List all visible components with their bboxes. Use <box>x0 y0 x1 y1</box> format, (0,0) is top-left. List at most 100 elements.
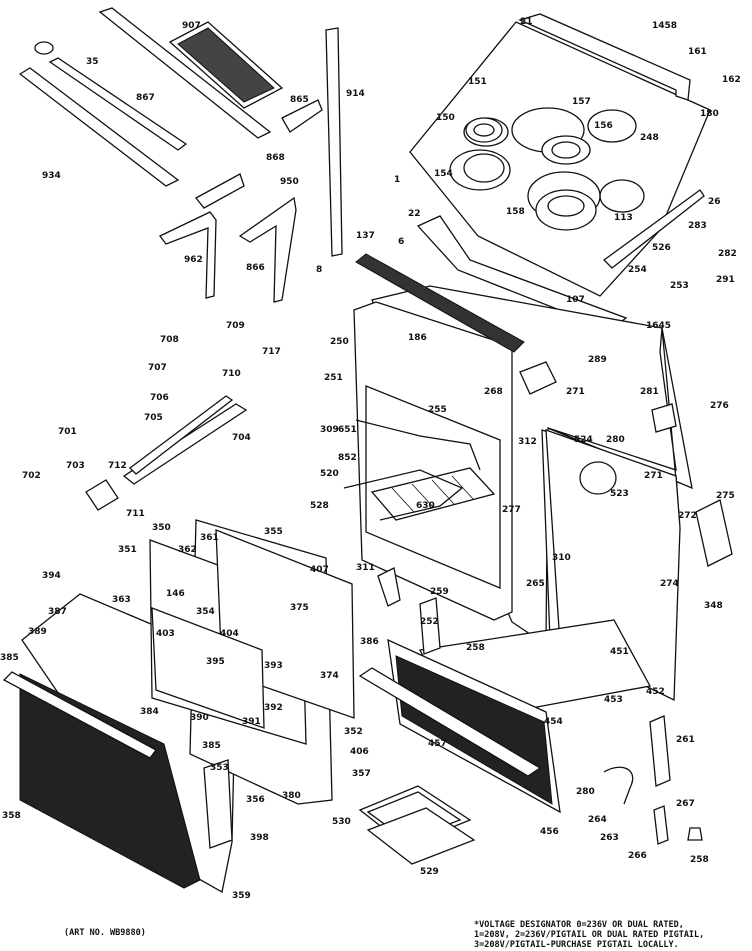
callout-label: 453 <box>604 695 623 705</box>
hinge-700 <box>85 479 119 511</box>
callout-label: 934 <box>42 171 61 181</box>
callout-label: 248 <box>640 133 659 143</box>
callout-label: 712 <box>108 461 127 471</box>
callout-label: 265 <box>526 579 545 589</box>
callout-label: 353 <box>210 763 229 773</box>
callout-label: 867 <box>136 93 155 103</box>
callout-label: 255 <box>428 405 447 415</box>
callout-label: 258 <box>690 855 709 865</box>
callout-label: 358 <box>2 811 21 821</box>
callout-label: 282 <box>718 249 737 259</box>
callout-label: 283 <box>688 221 707 231</box>
callout-label: 707 <box>148 363 167 373</box>
callout-label: 146 <box>166 589 185 599</box>
bake-element-528 <box>343 469 464 521</box>
vent-grille-907 <box>168 21 284 109</box>
callout-label: 180 <box>700 109 719 119</box>
drawer-handle-456 <box>358 667 542 777</box>
bracket-865 <box>281 99 323 133</box>
knob-136 <box>34 41 54 55</box>
callout-label: 1458 <box>652 21 677 31</box>
callout-label: 865 <box>290 95 309 105</box>
callout-label: 261 <box>676 735 695 745</box>
callout-label: 186 <box>408 333 427 343</box>
callout-label: 711 <box>126 509 145 519</box>
callout-label: 6 <box>398 237 404 247</box>
callout-label: 291 <box>716 275 735 285</box>
callout-label: 395 <box>206 657 225 667</box>
callout-label: 386 <box>360 637 379 647</box>
callout-label: 350 <box>152 523 171 533</box>
callout-label: 281 <box>640 387 659 397</box>
callout-label: 394 <box>42 571 61 581</box>
trim-strip-35 <box>48 57 188 151</box>
callout-label: 454 <box>544 717 563 727</box>
panel-867 <box>98 7 272 139</box>
voltage-footnote-line-1: *VOLTAGE DESIGNATOR 0=236V OR DUAL RATED… <box>474 920 684 930</box>
callout-label: 362 <box>178 545 197 555</box>
callout-label: 524 <box>574 435 593 445</box>
callout-label: 280 <box>606 435 625 445</box>
callout-label: 310 <box>552 553 571 563</box>
callout-label: 520 <box>320 469 339 479</box>
sensor-267 <box>653 805 669 845</box>
callout-label: 151 <box>468 77 487 87</box>
callout-label: 389 <box>28 627 47 637</box>
leveling-leg-258 <box>687 827 703 841</box>
switch-281 <box>651 403 677 433</box>
callout-label: 407 <box>310 565 329 575</box>
callout-label: 266 <box>628 851 647 861</box>
callout-label: 529 <box>420 867 439 877</box>
callout-label: 107 <box>566 295 585 305</box>
callout-label: 384 <box>140 707 159 717</box>
callout-label: 866 <box>246 263 265 273</box>
callout-label: 258 <box>466 643 485 653</box>
vent-duct-186 <box>355 253 525 353</box>
callout-label: 914 <box>346 89 365 99</box>
callout-label: 852 <box>338 453 357 463</box>
callout-label: 701 <box>58 427 77 437</box>
callout-label: 276 <box>710 401 729 411</box>
callout-label: 355 <box>264 527 283 537</box>
callout-label: 361 <box>200 533 219 543</box>
oven-front-frame-250 <box>353 301 513 621</box>
callout-label: 254 <box>628 265 647 275</box>
callout-label: 398 <box>250 833 269 843</box>
callout-label: 530 <box>332 817 351 827</box>
callout-label: 8 <box>316 265 322 275</box>
callout-label: 392 <box>264 703 283 713</box>
callout-label: 312 <box>518 437 537 447</box>
callout-label: 702 <box>22 471 41 481</box>
callout-label: 268 <box>484 387 503 397</box>
callout-label: 271 <box>644 471 663 481</box>
callout-label: 404 <box>220 629 239 639</box>
callout-label: 375 <box>290 603 309 613</box>
callout-label: 259 <box>430 587 449 597</box>
callout-label: 253 <box>670 281 689 291</box>
callout-label: 706 <box>150 393 169 403</box>
rack-support-705 <box>122 395 248 485</box>
callout-label: 452 <box>646 687 665 697</box>
callout-label: 156 <box>594 121 613 131</box>
drip-pan-154 <box>463 153 505 183</box>
broil-element-651 <box>355 419 481 471</box>
callout-label: 385 <box>0 653 19 663</box>
callout-label: 651 <box>338 425 357 435</box>
thermostat-268 <box>519 361 557 395</box>
callout-label: 157 <box>572 97 591 107</box>
callout-label: 22 <box>408 209 421 219</box>
callout-label: 457 <box>428 739 447 749</box>
callout-label: 251 <box>324 373 343 383</box>
bracket-261 <box>649 715 671 787</box>
callout-label: 387 <box>48 607 67 617</box>
element-156 <box>541 135 591 165</box>
callout-label: 356 <box>246 795 265 805</box>
callout-label: 374 <box>320 671 339 681</box>
callout-label: 311 <box>356 563 375 573</box>
callout-label: 275 <box>716 491 735 501</box>
callout-label: 907 <box>182 21 201 31</box>
callout-label: 630 <box>416 501 435 511</box>
voltage-footnote-line-3: 3=208V/PIGTAIL-PURCHASE PIGTAIL LOCALLY. <box>474 940 679 950</box>
callout-label: 264 <box>588 815 607 825</box>
callout-label: 950 <box>280 177 299 187</box>
